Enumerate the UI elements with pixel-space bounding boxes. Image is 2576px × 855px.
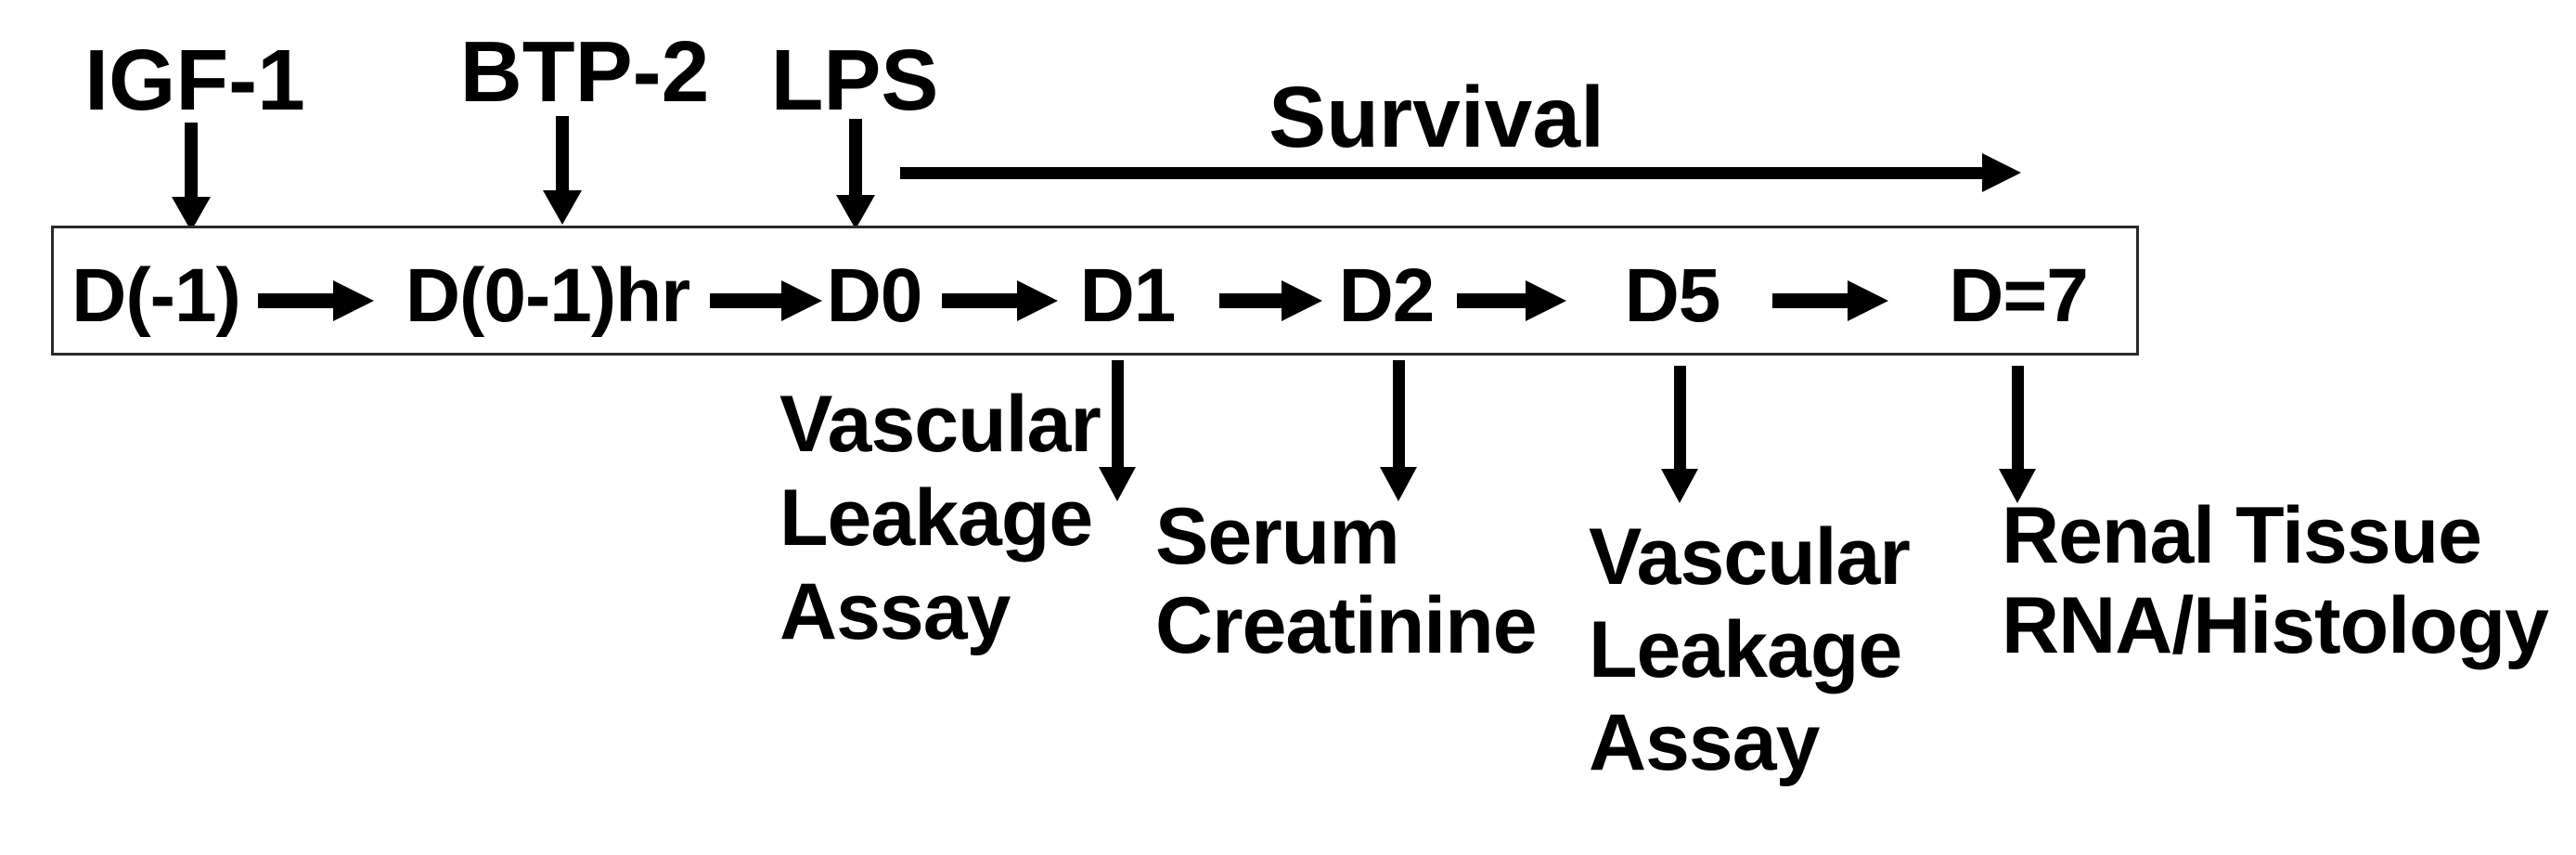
intervention-label-lps: LPS: [770, 32, 939, 128]
timeline-box: [51, 226, 2139, 356]
intervention-label-igf1: IGF-1: [84, 32, 305, 128]
survival-label: Survival: [1269, 69, 1604, 165]
timeline-day-d0-1hr: D(0-1)hr: [405, 253, 690, 338]
timeline-day-d0: D0: [826, 253, 923, 338]
timeline-day-d7: D=7: [1949, 253, 2089, 338]
assessment-label-d7-renal-tissue: Renal Tissue RNA/Histology: [2002, 491, 2549, 670]
timeline-day-dminus1: D(-1): [71, 253, 241, 338]
timeline-day-d2: D2: [1338, 253, 1436, 338]
timeline-day-d1: D1: [1079, 253, 1177, 338]
assessment-label-d2-serum-creatinine: Serum Creatinine: [1155, 492, 1538, 670]
assessment-label-d5-vascular-leakage-assay: Vascular Leakage Assay: [1589, 512, 1911, 787]
assessment-label-d1-vascular-leakage-assay: Vascular Leakage Assay: [779, 380, 1101, 656]
timeline-day-d5: D5: [1624, 253, 1721, 338]
intervention-label-btp2: BTP-2: [459, 23, 710, 120]
